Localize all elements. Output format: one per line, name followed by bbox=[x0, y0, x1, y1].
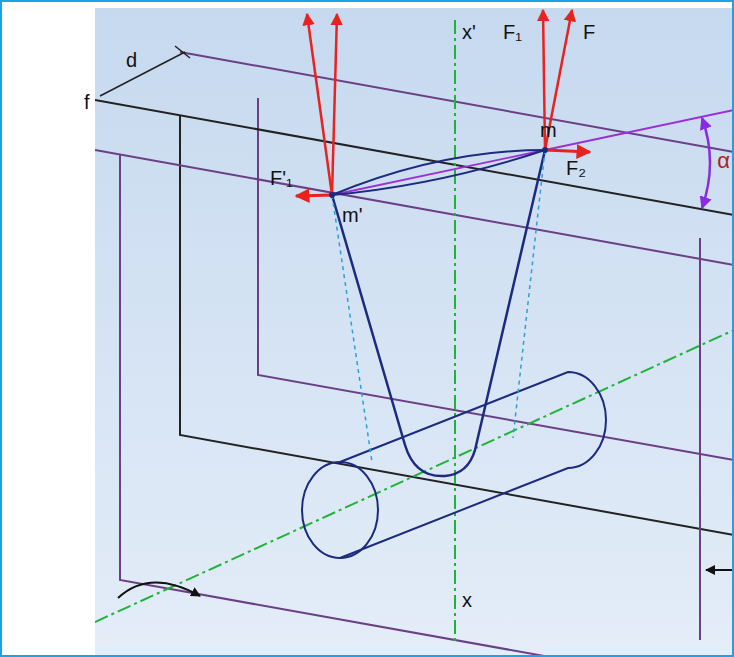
rotation-axis bbox=[95, 330, 734, 622]
field-arrow bbox=[706, 569, 734, 571]
vertical-axis bbox=[454, 20, 456, 645]
coil-plane-line bbox=[332, 110, 734, 195]
point bbox=[329, 192, 335, 198]
background-panel bbox=[95, 8, 734, 657]
force-label: F bbox=[583, 22, 595, 42]
axis-label: x bbox=[462, 590, 472, 610]
angle-label: α bbox=[717, 150, 730, 172]
plane-edge bbox=[180, 52, 734, 152]
projection-line bbox=[332, 195, 372, 462]
rotation-arrow bbox=[118, 582, 200, 598]
projection-line bbox=[513, 150, 545, 438]
point-label: m' bbox=[342, 205, 362, 225]
plane-edge bbox=[95, 100, 734, 215]
inner-frame bbox=[258, 98, 734, 460]
dimension-tick bbox=[175, 46, 190, 58]
force-arrow bbox=[332, 14, 337, 195]
force-label: F'₁ bbox=[270, 168, 293, 188]
force-arrow bbox=[296, 195, 332, 196]
force-label: F₂ bbox=[566, 158, 586, 178]
middle-frame bbox=[180, 115, 734, 535]
cylinder-end bbox=[302, 462, 378, 558]
coil bbox=[332, 150, 545, 476]
outer-frame-side bbox=[699, 238, 701, 640]
force-label: F₁ bbox=[503, 22, 522, 42]
point bbox=[542, 147, 548, 153]
point-label: m bbox=[540, 120, 557, 140]
dimension-label: d bbox=[126, 50, 137, 70]
coil-top-loop bbox=[332, 150, 545, 195]
axis-label: x' bbox=[462, 22, 476, 42]
angle-arc bbox=[702, 118, 710, 208]
point-label: f bbox=[84, 92, 90, 112]
dimension-line bbox=[100, 52, 185, 96]
cylinder-body bbox=[340, 372, 606, 558]
force-arrow bbox=[307, 14, 332, 195]
plane-edge bbox=[95, 150, 734, 265]
force-arrow bbox=[545, 150, 590, 152]
